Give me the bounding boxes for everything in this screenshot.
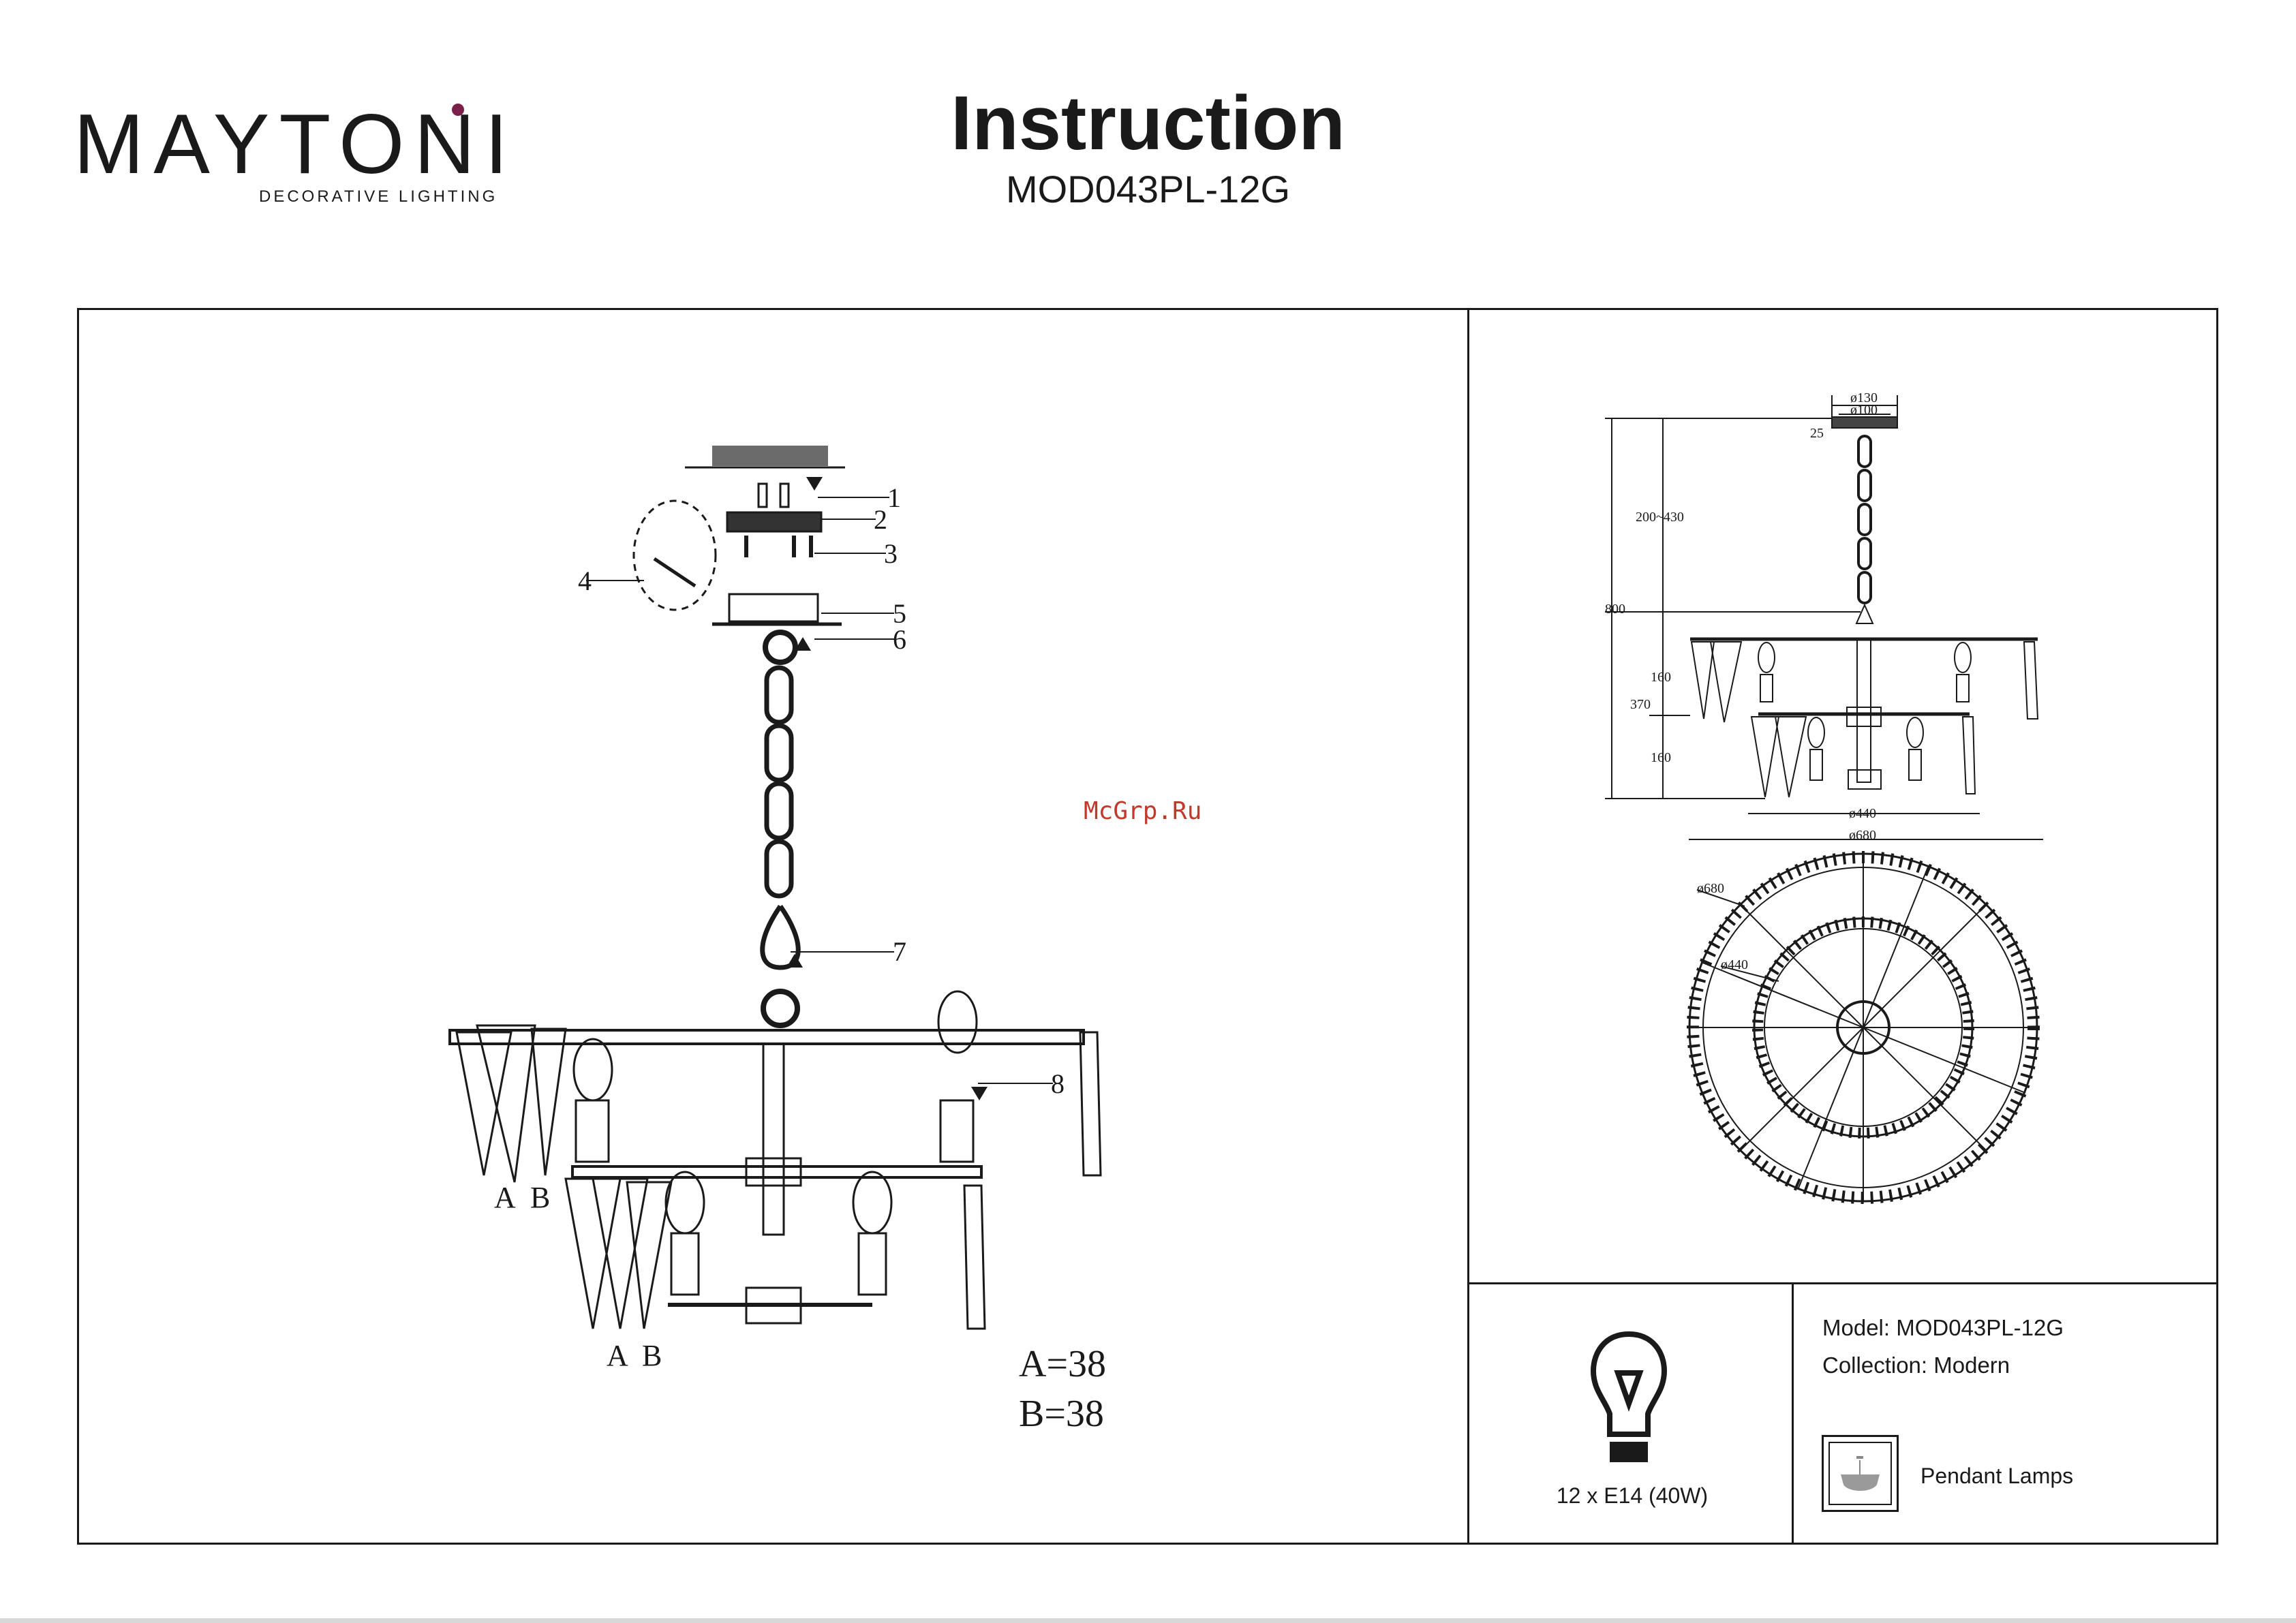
- dim-upper-diameter: ø680: [1849, 828, 1876, 843]
- pendant-lamp-icon: [1822, 1435, 1899, 1512]
- dim-canopy-height: 25: [1810, 426, 1824, 441]
- dim-top-view-outer: ø680: [1697, 881, 1724, 896]
- dim-canopy-inner: ø100: [1850, 403, 1878, 418]
- dim-tier-upper: 160: [1651, 670, 1671, 685]
- model-line: Model: MOD043PL-12G: [1822, 1315, 2064, 1341]
- dim-top-view-inner: ø440: [1721, 957, 1748, 972]
- product-type: Pendant Lamps: [1920, 1464, 2073, 1489]
- dim-tier-lower: 160: [1651, 750, 1671, 765]
- bottom-bar: [0, 1618, 2296, 1623]
- bulb-icon: [1588, 1329, 1670, 1472]
- dim-total-height: 800: [1605, 602, 1625, 617]
- dim-chain-range: 200~430: [1636, 510, 1684, 525]
- bulb-spec: 12 x E14 (40W): [1469, 1483, 1795, 1509]
- dim-body-height: 370: [1630, 697, 1651, 712]
- collection-line: Collection: Modern: [1822, 1352, 2010, 1378]
- dim-lower-diameter: ø440: [1849, 806, 1876, 821]
